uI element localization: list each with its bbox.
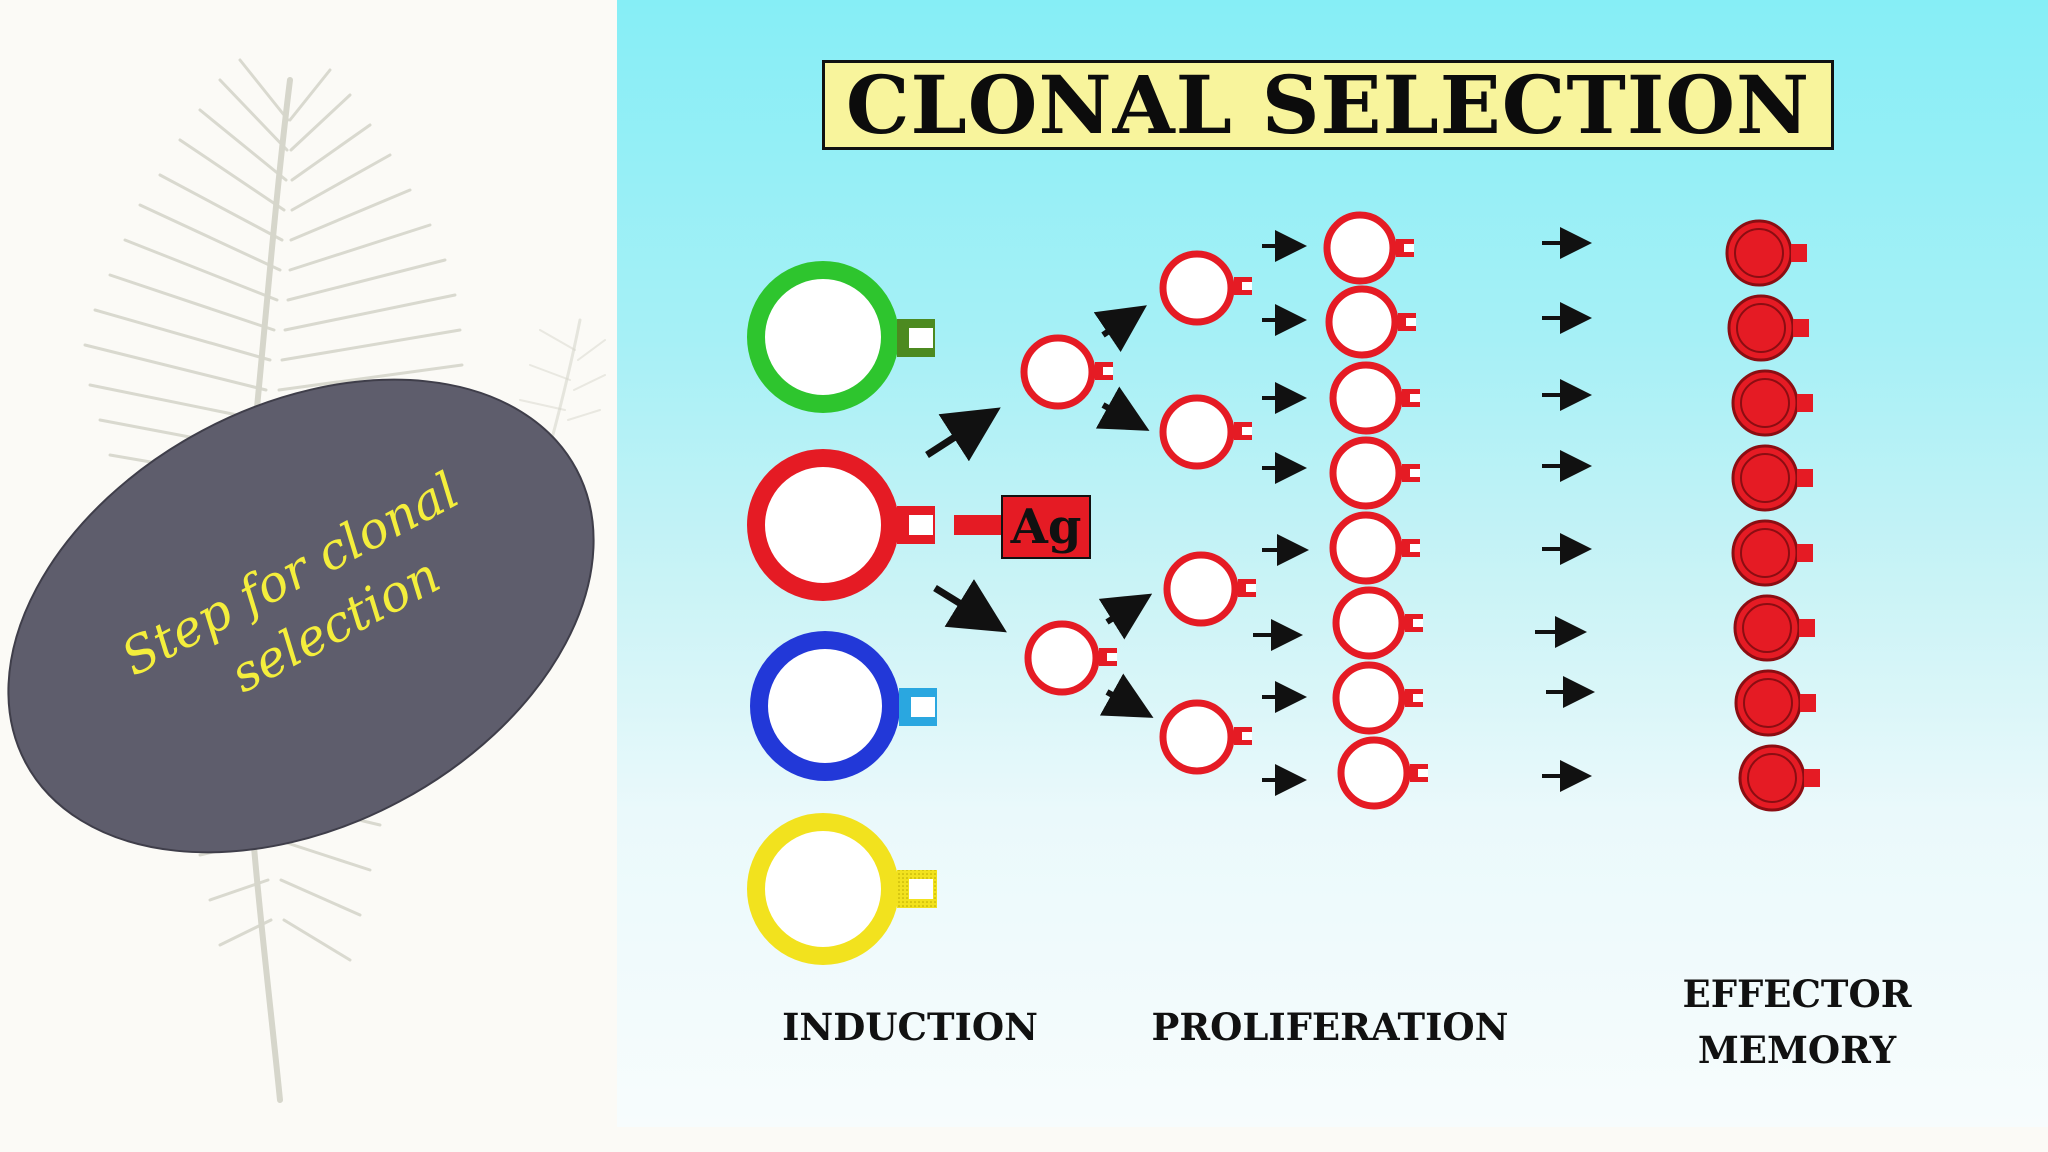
diagram-title-box: CLONAL SELECTION <box>822 58 1834 152</box>
clonal-selection-diagram: CLONAL SELECTION Ag INDUCTION PROLIFERAT… <box>617 0 2048 1127</box>
proliferating-cells-1 <box>1020 334 1100 696</box>
antigen-label: Ag <box>1010 499 1082 555</box>
diagram-title: CLONAL SELECTION <box>845 58 1811 152</box>
arrow-icon <box>925 407 1001 462</box>
proliferation-label: PROLIFERATION <box>1151 1005 1509 1049</box>
memory-label: MEMORY <box>1697 1028 1897 1072</box>
left-panel: Step for clonal selection <box>0 0 617 1152</box>
blue-b-cell <box>750 631 937 781</box>
arrow-icons-stage-1 <box>1093 305 1154 718</box>
arrow-icon <box>933 579 1007 633</box>
arrow-icons-stage-2 <box>1253 230 1309 796</box>
red-b-cell <box>747 449 1091 601</box>
arrow-icons-stage-3 <box>1535 227 1595 792</box>
induction-label: INDUCTION <box>782 1005 1038 1049</box>
proliferating-cells-2 <box>1159 250 1239 775</box>
bottom-band <box>617 1127 2048 1152</box>
effector-memory-cells <box>1725 219 1806 812</box>
green-b-cell <box>747 261 935 413</box>
diagram-graphics <box>747 211 1820 965</box>
yellow-b-cell <box>747 813 937 965</box>
title-oval: Step for clonal selection <box>0 375 602 857</box>
oval-shape <box>7 378 595 854</box>
effector-label: EFFECTOR <box>1682 972 1912 1016</box>
proliferating-cells-3 <box>1323 211 1411 810</box>
